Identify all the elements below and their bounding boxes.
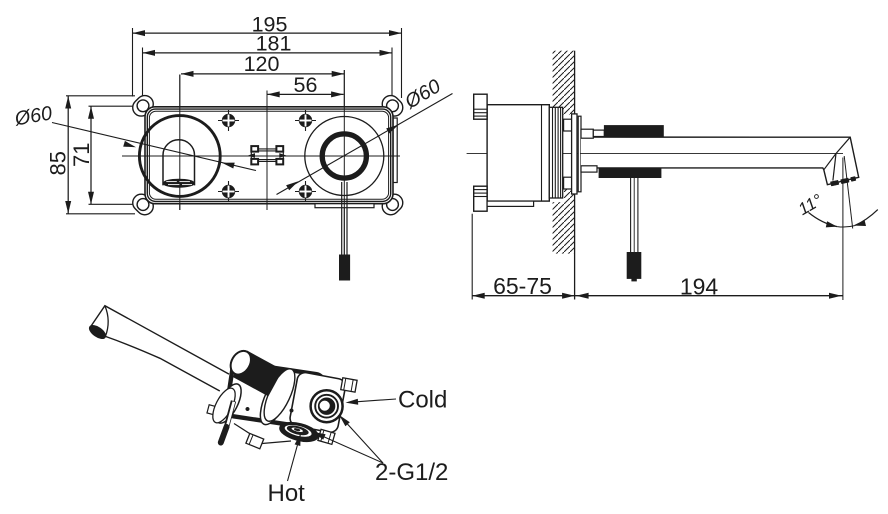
svg-text:56: 56 [294, 73, 318, 97]
svg-text:85: 85 [45, 151, 70, 175]
svg-text:Cold: Cold [398, 386, 447, 413]
svg-text:Hot: Hot [268, 480, 306, 507]
svg-text:181: 181 [256, 32, 292, 56]
svg-text:71: 71 [69, 142, 94, 166]
svg-text:195: 195 [252, 13, 288, 37]
svg-text:194: 194 [680, 273, 719, 299]
svg-text:120: 120 [244, 52, 280, 76]
svg-text:65-75: 65-75 [493, 273, 552, 299]
svg-text:2-G1/2: 2-G1/2 [375, 459, 448, 486]
